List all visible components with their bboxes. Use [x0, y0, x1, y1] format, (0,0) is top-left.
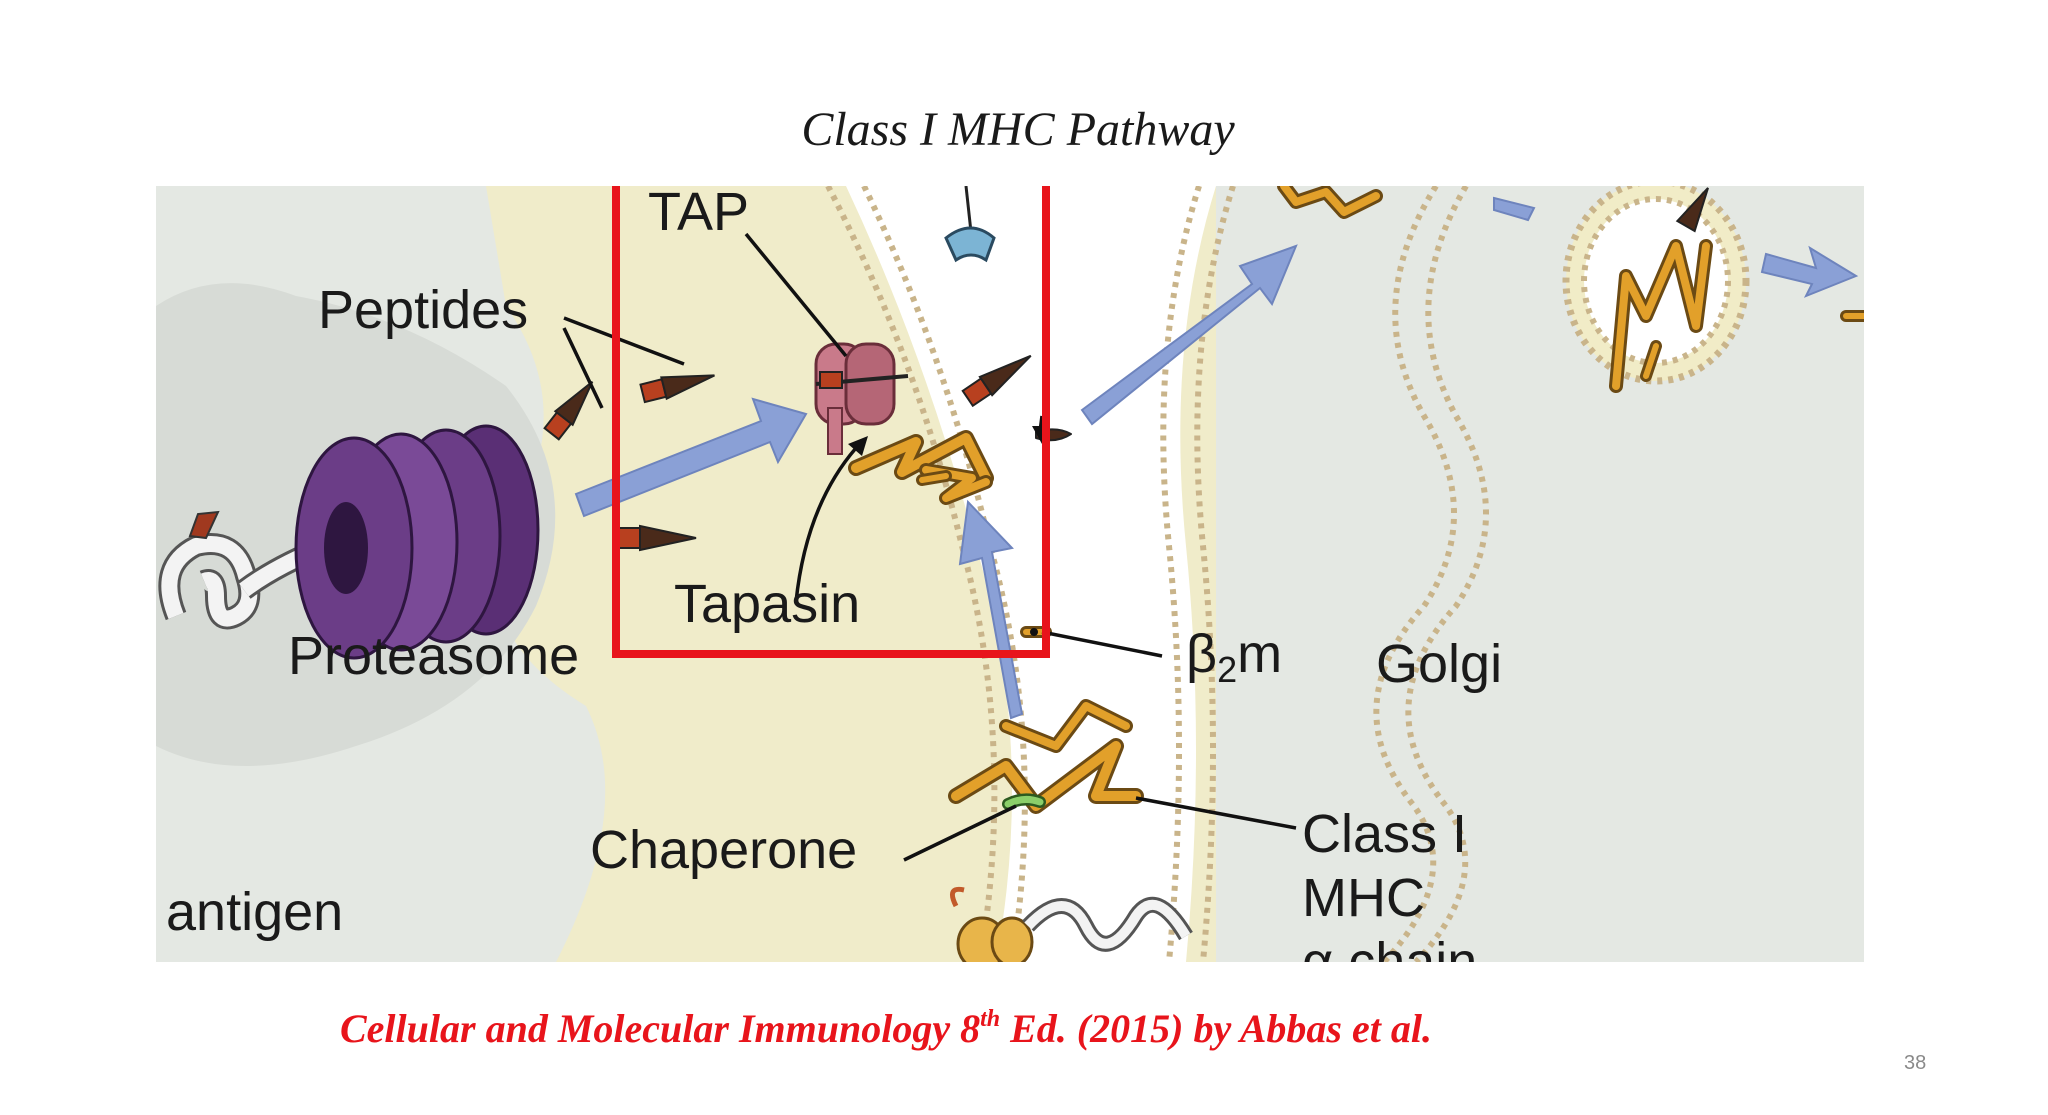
proteasome [158, 424, 540, 660]
mhc-pathway-figure: TAP Peptides Proteasome Tapasin β2m Golg… [156, 186, 1864, 962]
arrow-er-up [958, 499, 1024, 720]
label-class-i: Class I [1302, 804, 1467, 864]
peptides-leader-2 [562, 327, 604, 409]
peptides [543, 187, 1709, 552]
arrow-exit [1760, 245, 1859, 298]
label-tapasin: Tapasin [674, 574, 860, 634]
mhc-in-golgi-top [1277, 186, 1383, 219]
transport-arrows [574, 196, 1859, 720]
peptides-leader-1 [563, 316, 685, 366]
label-chaperone: Chaperone [590, 820, 857, 880]
label-golgi: Golgi [1376, 634, 1502, 694]
pathway-diagram: TAP Peptides Proteasome Tapasin β2m Golg… [156, 186, 1864, 962]
label-beta2m: β2m [1186, 624, 1282, 690]
golgi-apparatus [1373, 186, 1864, 962]
label-beta2m-m: m [1237, 624, 1282, 684]
highlight-box [612, 186, 1050, 658]
citation: Cellular and Molecular Immunology 8th Ed… [340, 1005, 1432, 1052]
mhc-alpha-chain-lower [948, 699, 1144, 814]
tap-transporter [814, 342, 909, 455]
arrow-golgi-top [1493, 196, 1536, 222]
label-mhc: MHC [1302, 868, 1425, 928]
slide-title: Class I MHC Pathway [801, 103, 1235, 156]
citation-text-end: Ed. (2015) by Abbas et al. [1000, 1006, 1432, 1051]
chaperone-leader [903, 804, 1017, 862]
citation-text: Cellular and Molecular Immunology 8 [340, 1006, 981, 1051]
slide-number: 38 [1904, 1052, 1927, 1074]
chaperone-protein [1002, 793, 1046, 810]
tapasin-leader [794, 446, 858, 603]
beta2m-leader [1041, 630, 1163, 658]
citation-superscript: th [980, 1006, 1001, 1032]
label-beta2m-sub: 2 [1217, 649, 1237, 690]
tap-leader [744, 232, 848, 358]
leader-lines [562, 232, 1297, 862]
diagram-labels: TAP Peptides Proteasome Tapasin β2m Golg… [166, 186, 1502, 962]
arrow-to-golgi [1080, 244, 1298, 426]
label-beta2m-beta: β [1186, 624, 1217, 684]
ribosome-mrna [949, 886, 1193, 962]
label-proteasome: Proteasome [288, 626, 579, 686]
class-i-leader [1135, 796, 1297, 830]
mhc-loaded-in-er [848, 428, 1072, 505]
peptide-trimming-enzyme [944, 186, 996, 263]
label-peptides: Peptides [318, 280, 528, 340]
mhc-in-golgi-vesicle [1609, 239, 1713, 393]
label-antigen: antigen [166, 882, 343, 942]
label-tap: TAP [648, 186, 749, 242]
label-alpha-chain: α chain [1302, 932, 1477, 962]
mhc-class-i-molecules [848, 186, 1864, 814]
